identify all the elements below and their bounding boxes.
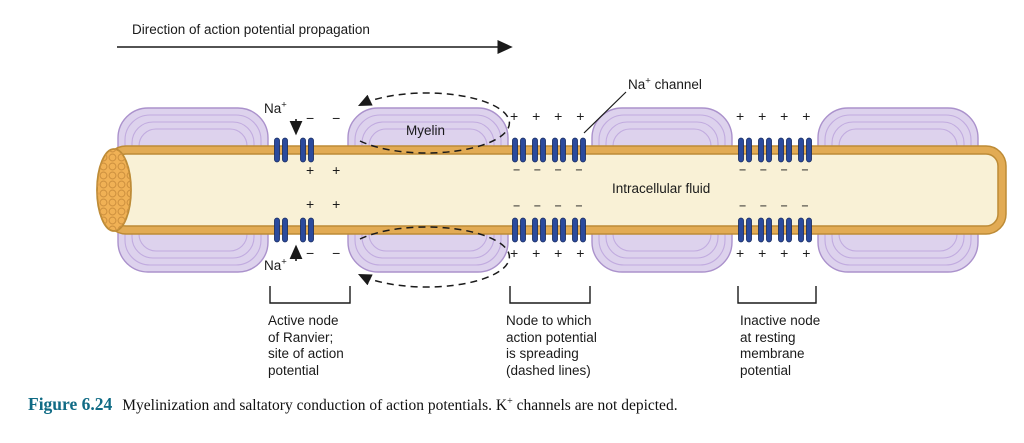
node2-bracket xyxy=(509,286,591,304)
sodium-charge: + xyxy=(281,256,287,268)
node1-signs-bottom-inside: + + xyxy=(306,196,348,212)
potassium-charge: + xyxy=(507,395,513,407)
sodium-symbol: Na xyxy=(264,258,282,273)
sodium-charge: + xyxy=(645,75,651,87)
node3-signs-top-outside: + + + + xyxy=(736,108,816,124)
sodium-symbol: Na xyxy=(264,101,282,116)
node3-signs-bottom-outside: + + + + xyxy=(736,245,816,261)
intracellular-fluid-label: Intracellular fluid xyxy=(612,181,711,196)
sodium-charge: + xyxy=(281,99,287,111)
figure-number: Figure 6.24 xyxy=(28,394,113,414)
na-channel-leader-line xyxy=(583,91,627,134)
node2-signs-bottom-outside: + + + + xyxy=(510,245,590,261)
node2-signs-top-outside: + + + + xyxy=(510,108,590,124)
figure-caption: Figure 6.24 Myelinization and saltatory c… xyxy=(28,394,678,415)
local-current-loop-top xyxy=(357,92,511,154)
node3-bracket xyxy=(737,286,817,304)
caption-text-before: Myelinization and saltatory conduction o… xyxy=(122,397,508,414)
node1-bracket xyxy=(269,286,351,304)
node2-signs-bottom-inside: − − − − xyxy=(513,199,588,213)
na-channel-label: Na+ channel xyxy=(628,75,702,93)
node3-signs-bottom-inside: − − − − xyxy=(739,199,814,213)
node1-signs-top-outside: − − xyxy=(306,110,348,126)
sodium-symbol: Na xyxy=(628,77,646,92)
propagation-label: Direction of action potential propagatio… xyxy=(132,22,370,37)
axon-cut-end xyxy=(96,148,132,232)
caption-text-after: channels are not depicted. xyxy=(512,397,678,414)
myelin-label: Myelin xyxy=(406,123,446,138)
sodium-ion-label-bottom: Na+ xyxy=(264,256,287,274)
caption-text: Myelinization and saltatory conduction o… xyxy=(122,395,678,414)
channel-word: channel xyxy=(650,77,702,92)
node1-signs-bottom-outside: − − xyxy=(306,245,348,261)
node3-signs-top-inside: − − − − xyxy=(739,163,814,177)
node1-annotation: Active node of Ranvier; site of action p… xyxy=(268,313,344,378)
local-current-loop-bottom xyxy=(357,226,511,288)
node3-annotation: Inactive node at resting membrane potent… xyxy=(740,313,821,378)
node2-signs-top-inside: − − − − xyxy=(513,163,588,177)
node2-annotation: Node to which action potential is spread… xyxy=(506,313,597,378)
sodium-ion-label-top: Na+ xyxy=(264,99,287,117)
node1-signs-top-inside: + + xyxy=(306,162,348,178)
